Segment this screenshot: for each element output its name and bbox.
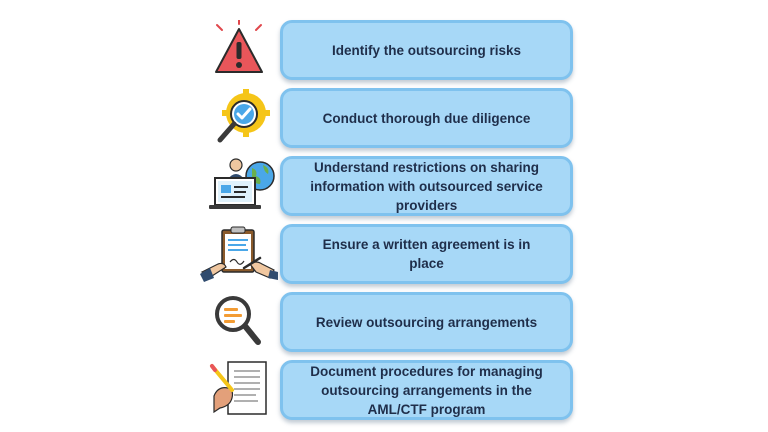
step-box-6: Document procedures for managing outsour… (280, 360, 573, 420)
clipboard-signing-icon (200, 224, 278, 282)
step-row-1: Identify the outsourcing risks (200, 20, 580, 80)
step-box-5: Review outsourcing arrangements (280, 292, 573, 352)
step-box-4: Ensure a written agreement is in place (280, 224, 573, 284)
step-row-6: Document procedures for managing outsour… (200, 360, 580, 420)
hand-writing-document-icon (200, 360, 278, 418)
person-laptop-globe-icon (200, 156, 278, 214)
step-box-1: Identify the outsourcing risks (280, 20, 573, 80)
warning-triangle-icon (200, 20, 278, 78)
step-label-5: Review outsourcing arrangements (315, 314, 538, 330)
step-row-5: Review outsourcing arrangements (200, 292, 580, 352)
step-row-2: Conduct thorough due diligence (200, 88, 580, 148)
step-box-2: Conduct thorough due diligence (280, 88, 573, 148)
step-box-3: Understand restrictions on sharing infor… (280, 156, 573, 216)
magnifying-glass-icon (200, 292, 278, 350)
step-label-3: Understand restrictions on sharing infor… (310, 159, 543, 213)
magnifier-gear-check-icon (200, 88, 278, 146)
step-label-4: Ensure a written agreement is in place (322, 237, 531, 271)
step-row-3: Understand restrictions on sharing infor… (200, 156, 580, 216)
step-label-2: Conduct thorough due diligence (322, 110, 531, 126)
step-label-6: Document procedures for managing outsour… (310, 363, 543, 417)
step-row-4: Ensure a written agreement is in place (200, 224, 580, 284)
step-label-1: Identify the outsourcing risks (331, 42, 522, 58)
